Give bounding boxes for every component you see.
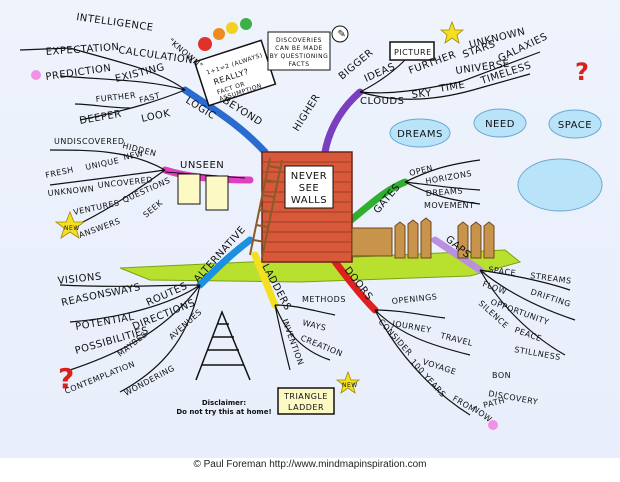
word-bon: BON [492, 371, 511, 380]
clothesline [164, 171, 246, 211]
fact-note: ✎ [193, 25, 349, 107]
picture-frame [389, 41, 435, 61]
discoveries-line4: FACTS [288, 61, 309, 68]
word-flow: FLOW [481, 279, 508, 296]
balloons [198, 18, 252, 51]
word-unique: UNIQUE [85, 156, 121, 172]
word-space: SPACE [488, 265, 517, 278]
discoveries-line1: DISCOVERIES [276, 37, 322, 44]
triangle-ladder-badge: NEW [342, 382, 358, 389]
disclaimer-line2: Do not try this at home! [176, 408, 271, 416]
word-new: NEW [123, 149, 145, 162]
discoveries-line2: CAN BE MADE [275, 45, 323, 52]
word-further: FURTHER [95, 91, 136, 104]
word-peace: PEACE [513, 325, 543, 343]
question-mark-icon: ? [58, 362, 74, 395]
center-label-walls: WALLS [291, 195, 327, 206]
grass-ground [119, 249, 522, 283]
cloud-need: NEED [485, 119, 515, 130]
word-visions: VISIONS [57, 271, 102, 287]
mind-map-canvas: NEVER SEE WALLS DREAMS NEED SPACE [0, 0, 620, 458]
word-creation: CREATION [299, 334, 344, 359]
word-path: PATH [482, 396, 506, 410]
wall-ladder [249, 157, 283, 259]
triangle-ladder-drawing [195, 309, 251, 381]
word-unknown-unseen: UNKNOWN [47, 184, 94, 198]
triangle-ladder-line1: TRIANGLE [283, 392, 328, 401]
discoveries-line3: BY QUESTIONING [270, 53, 329, 60]
center-label-never: NEVER [291, 171, 327, 182]
cloud-dreams: DREAMS [397, 129, 443, 140]
brick-wall [261, 151, 353, 263]
branch-alternative [196, 236, 254, 289]
sub-branch-lines [19, 47, 576, 416]
branch-label-unseen: UNSEEN [180, 160, 224, 171]
branch-higher [321, 88, 364, 156]
word-expectation: EXPECTATION [45, 42, 119, 58]
word-dreams: DREAMS [426, 186, 464, 198]
word-reasons: REASONS [60, 287, 113, 308]
word-undiscovered: UNDISCOVERED [54, 137, 124, 146]
word-openings: OPENINGS [391, 292, 437, 306]
branch-label-beyond: BEYOND [220, 95, 264, 128]
triangle-ladder-line2: LADDER [288, 403, 324, 412]
copyright-footer: © Paul Foreman http://www.mindmapinspira… [0, 458, 620, 482]
cloud-space: SPACE [558, 120, 592, 131]
star-icon [54, 20, 465, 394]
word-methods: METHODS [302, 295, 346, 304]
word-prediction: PREDICTION [45, 63, 112, 83]
fence [351, 217, 495, 259]
clouds [389, 108, 603, 212]
branch-label-higher: HIGHER [291, 92, 323, 133]
glow-dot [488, 420, 498, 430]
mind-map-diagram: NEVER SEE WALLS DREAMS NEED SPACE [19, 12, 603, 430]
branch-ladders [251, 251, 279, 309]
word-look: LOOK [140, 108, 171, 125]
word-fresh: FRESH [45, 165, 75, 180]
word-time: TIME [438, 80, 467, 96]
word-ideas: IDEAS [363, 61, 397, 84]
word-deeper: DEEPER [79, 109, 123, 127]
word-picture: PICTURE [394, 48, 432, 57]
lightbulb-icon: ✎ [338, 29, 347, 40]
question-mark-icon: ? [575, 58, 589, 86]
center-label-see: SEE [299, 183, 319, 194]
new-badge-unseen: NEW [64, 225, 80, 232]
branch-logic [181, 86, 269, 156]
word-drifting: DRIFTING [529, 287, 572, 309]
word-stillness: STILLNESS [514, 345, 562, 362]
word-intelligence: INTELLIGENCE [76, 12, 155, 34]
word-ways-alternative: WAYS [110, 282, 142, 299]
word-travel: TRAVEL [439, 331, 474, 348]
word-ways-ladders: WAYS [302, 318, 328, 333]
word-streams: STREAMS [530, 271, 572, 286]
word-sky: SKY [411, 88, 433, 101]
word-seek: SEEK [142, 198, 165, 219]
word-potential: POTENTIAL [75, 312, 136, 333]
triangle-ladder-box [277, 387, 335, 415]
word-clouds: CLOUDS [360, 96, 404, 107]
disclaimer-line1: Disclaimer: [202, 399, 247, 407]
word-answers: ANSWERS [78, 216, 122, 239]
word-movement: MOVEMENT [424, 201, 474, 210]
glow-dot [31, 70, 41, 80]
